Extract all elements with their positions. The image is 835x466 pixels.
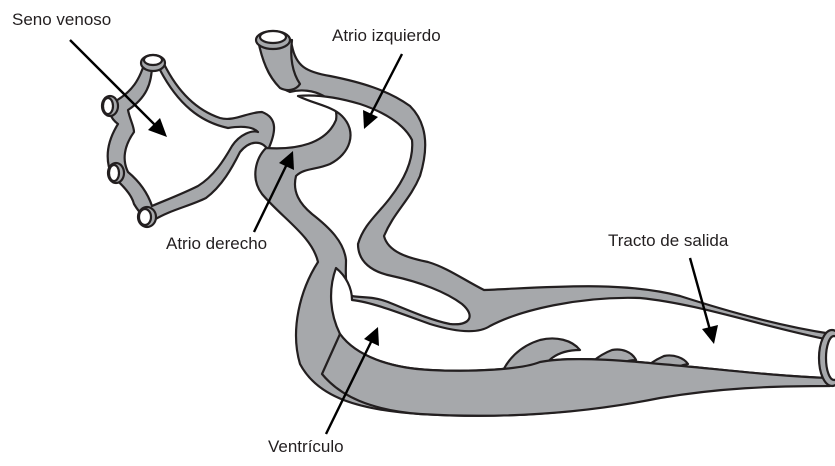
seno-vein-ring-upper-lumen	[103, 98, 113, 114]
seno-vein-ring-lower-lumen	[109, 165, 119, 181]
tracto-de-salida-label: Tracto de salida	[608, 232, 728, 249]
seno-vein-ring-top-lumen	[144, 55, 162, 65]
seno-venoso-label: Seno venoso	[12, 11, 111, 28]
atrio-izquierdo-label: Atrio izquierdo	[332, 27, 441, 44]
atrium-vessel-ring-lumen	[260, 31, 286, 43]
seno-vein-ring-bottom-lumen	[139, 209, 151, 225]
ventriculo-label: Ventrículo	[268, 438, 344, 455]
heart-tube-structure	[255, 34, 832, 415]
outflow-ring-lumen	[826, 336, 835, 380]
atrio-derecho-label: Atrio derecho	[166, 235, 267, 252]
seno-venoso-structure	[102, 55, 274, 227]
